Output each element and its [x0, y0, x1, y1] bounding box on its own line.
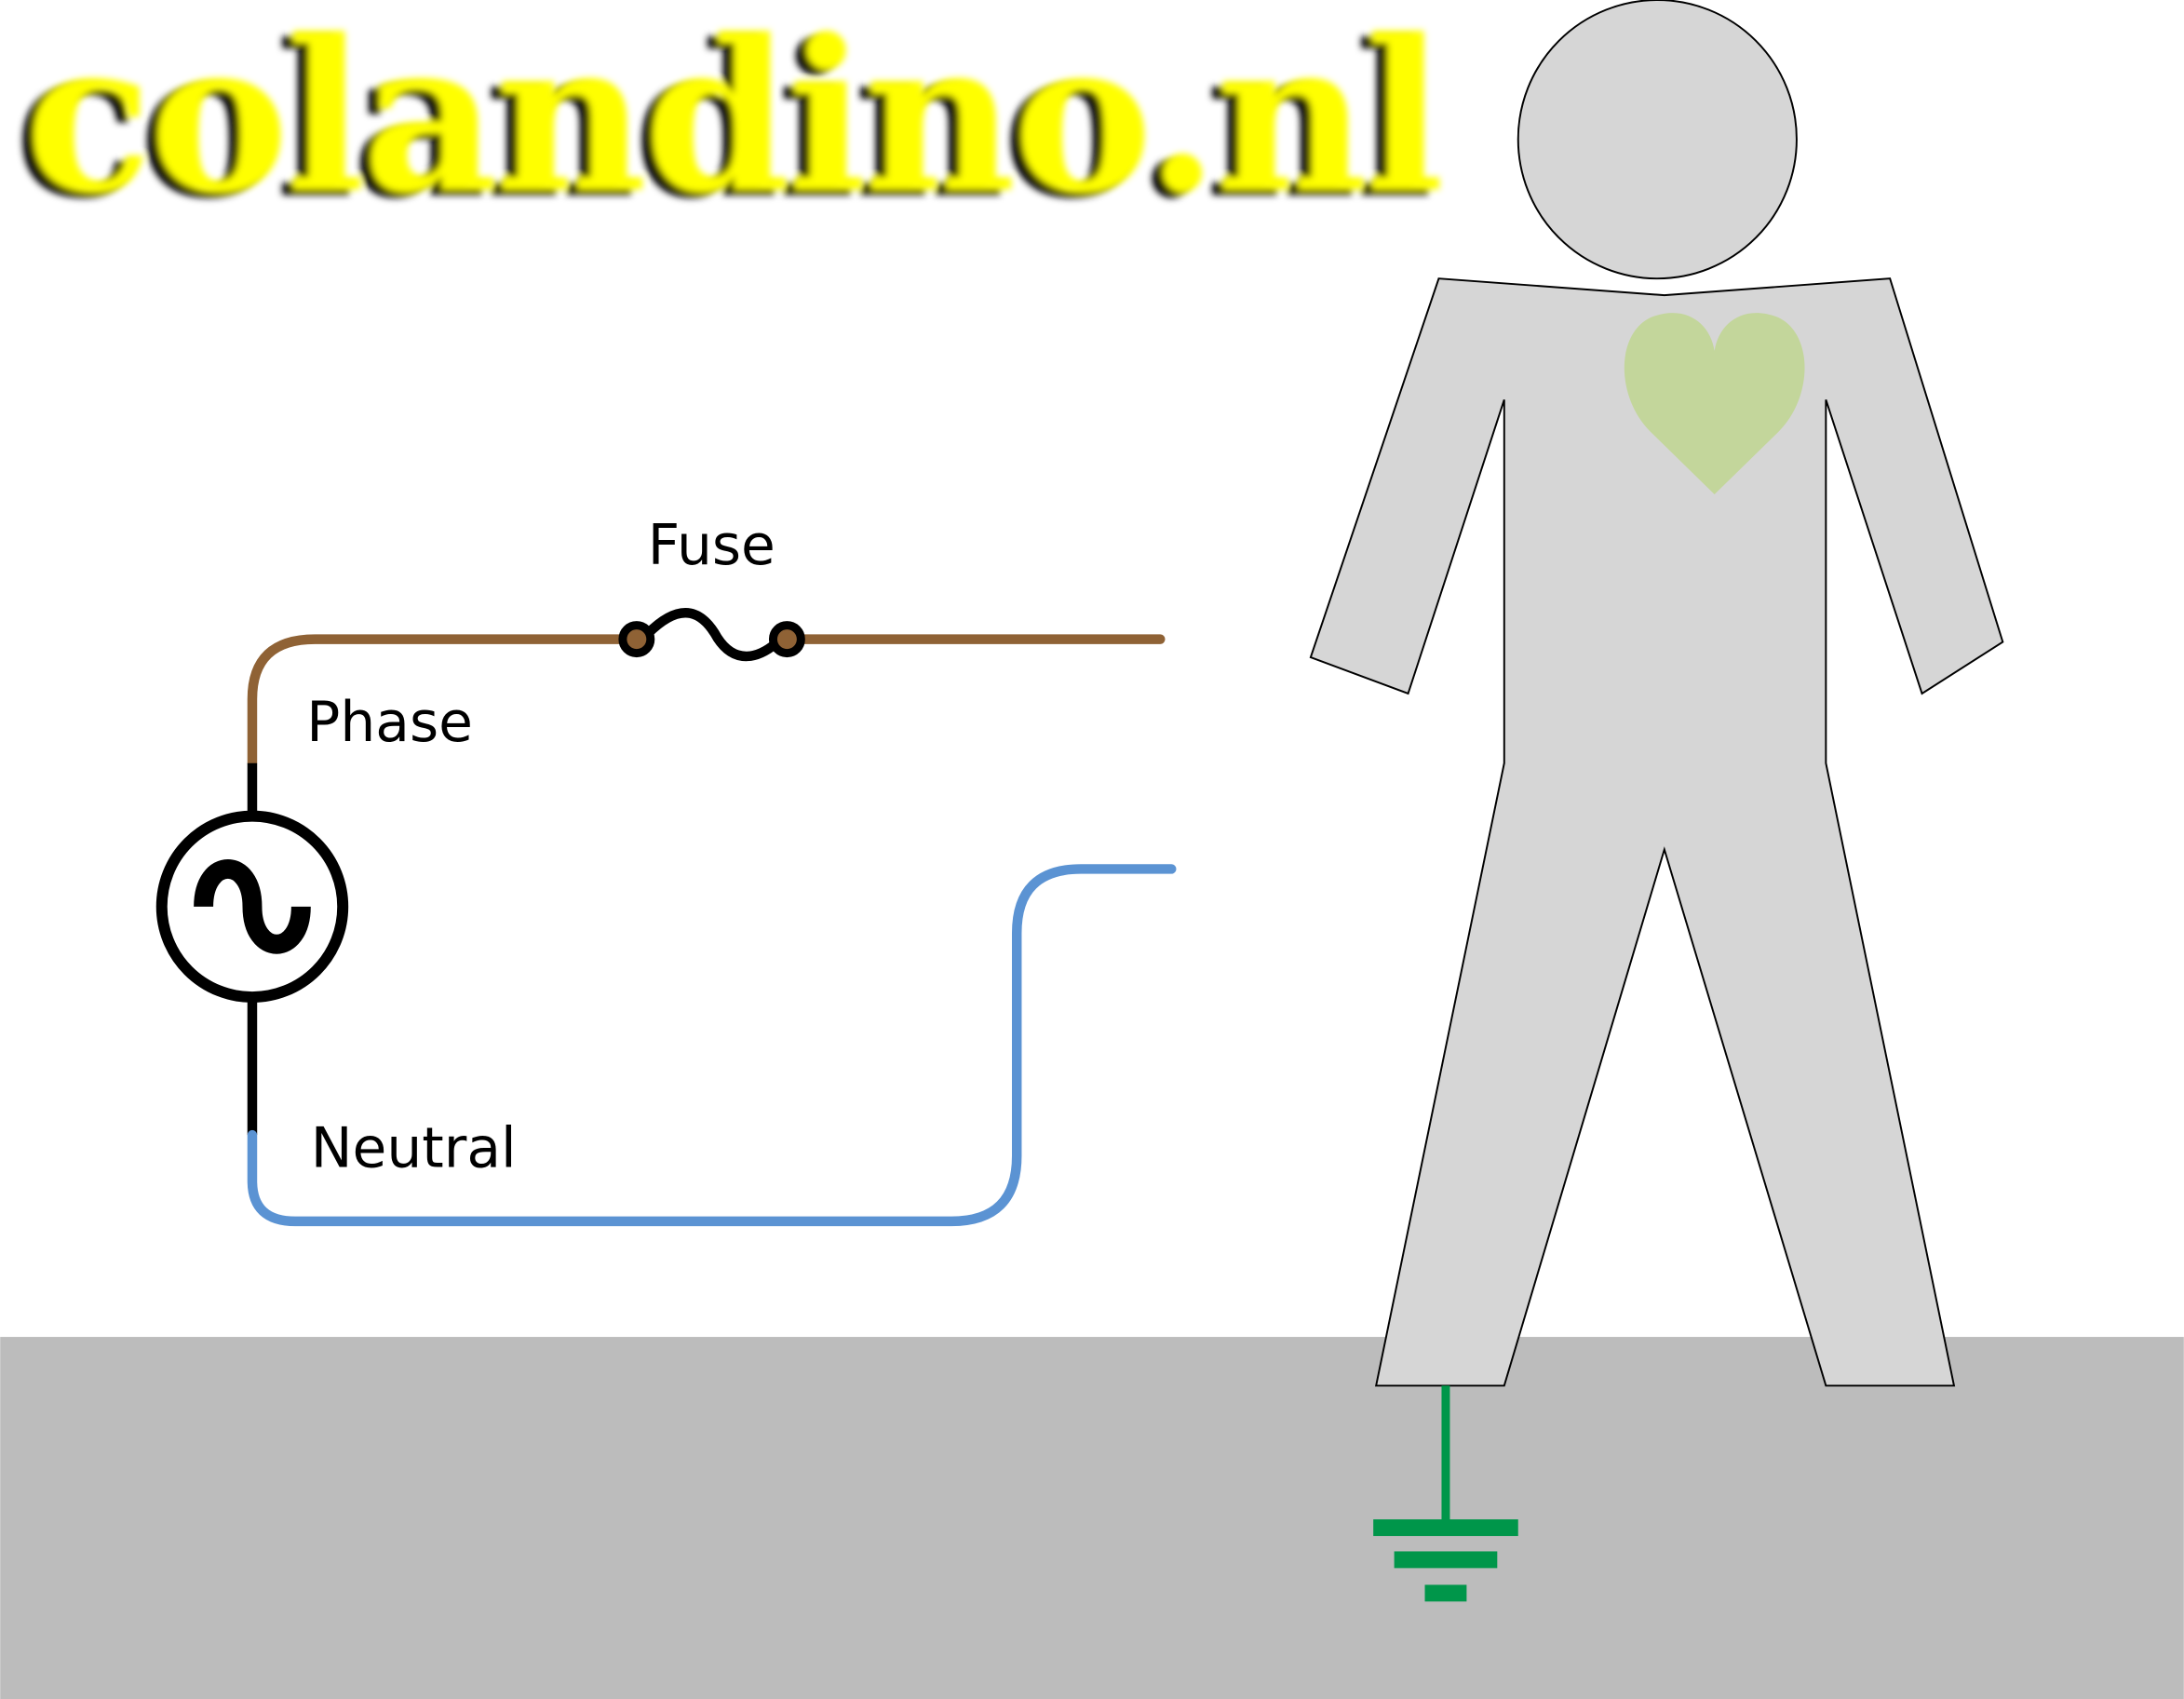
ac-source-icon — [155, 762, 349, 1136]
person-figure — [1309, 0, 2004, 1387]
floor — [0, 1337, 2184, 1699]
phase-wire — [247, 634, 1166, 768]
fuse-icon — [618, 608, 805, 662]
neutral-label: Neutral — [311, 1116, 517, 1181]
heart-icon — [1624, 313, 1805, 495]
ground-icon — [1373, 1385, 1518, 1602]
logo-text: colandino.nl — [25, 0, 1442, 238]
neutral-wire — [247, 864, 1177, 1227]
phase-label: Phase — [306, 690, 473, 755]
fuse-label: Fuse — [648, 513, 775, 578]
